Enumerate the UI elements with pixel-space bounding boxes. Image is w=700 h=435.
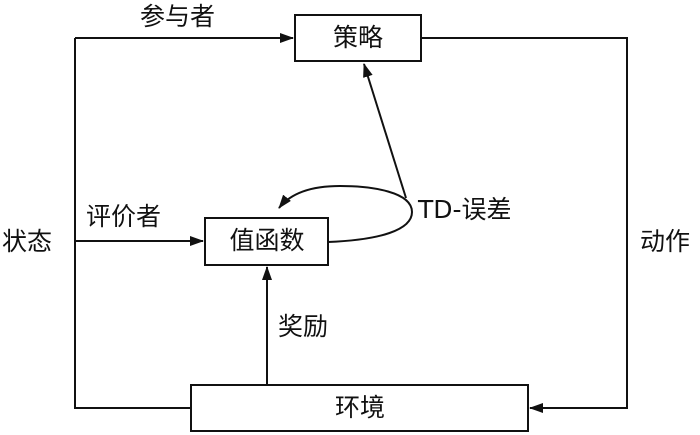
td-error-loop	[278, 184, 414, 243]
value-function-node: 值函数	[204, 217, 329, 266]
state-label: 状态	[2, 227, 52, 256]
environment-box	[190, 384, 529, 432]
reward-label: 奖励	[278, 312, 328, 341]
actor-label: 参与者	[140, 2, 215, 31]
environment-node: 环境	[190, 384, 529, 432]
value-function-box	[204, 217, 329, 266]
policy-label: 策略	[333, 23, 383, 52]
td-error-label: TD-误差	[417, 195, 512, 224]
policy-node: 策略	[294, 14, 422, 62]
policy-box	[294, 14, 422, 62]
td-error-arrow	[363, 63, 407, 199]
action-arrow	[421, 37, 628, 413]
action-label: 动作	[640, 227, 690, 256]
value-function-label: 值函数	[229, 226, 304, 255]
state-feedback-line	[74, 38, 191, 409]
critic-label: 评价者	[86, 202, 161, 231]
environment-label: 环境	[335, 393, 385, 422]
